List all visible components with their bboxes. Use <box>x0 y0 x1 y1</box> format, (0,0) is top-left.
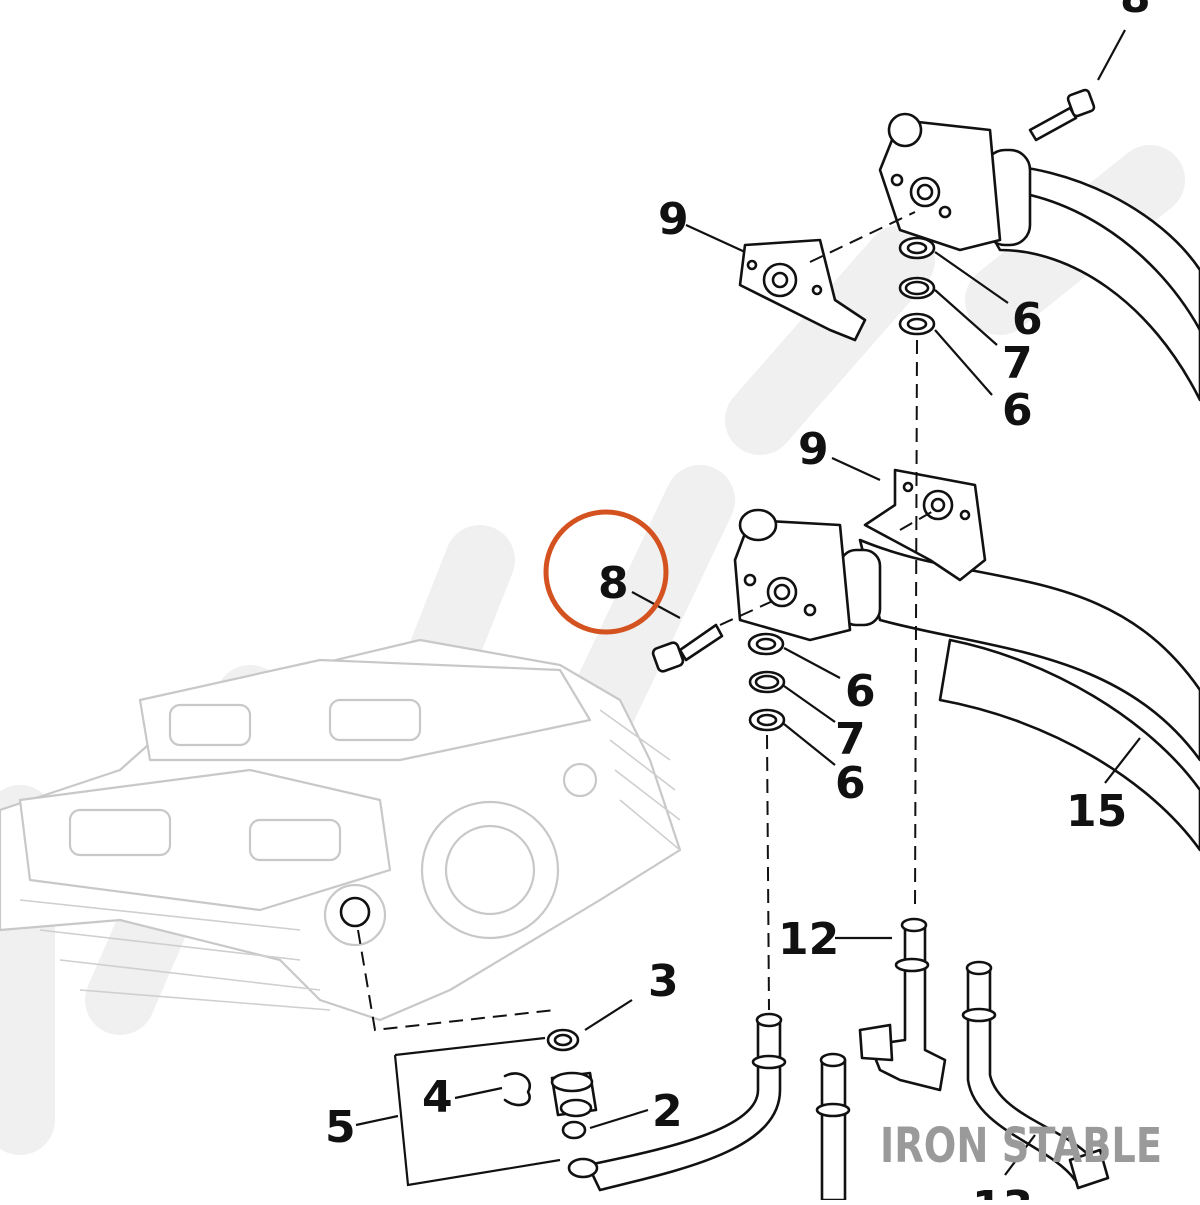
callout-12: 12 <box>778 914 839 965</box>
callout-6-a: 6 <box>1012 294 1043 345</box>
callout-6-c: 6 <box>845 666 876 717</box>
middle-oil-line-assembly <box>651 468 1200 852</box>
assembly-dash-lines <box>357 211 936 1032</box>
callout-9-top: 9 <box>658 194 689 245</box>
callout-6-d: 6 <box>835 758 866 809</box>
upper-bracket <box>738 238 867 342</box>
callout-5: 5 <box>325 1102 356 1153</box>
callout-3: 3 <box>648 956 679 1007</box>
callout-4: 4 <box>422 1072 453 1123</box>
callout-7-b: 7 <box>835 714 866 765</box>
callout-2: 2 <box>652 1086 683 1137</box>
callout-13-bottom: 13 <box>972 1182 1033 1200</box>
callout-9-mid: 9 <box>798 424 829 475</box>
upper-washer-stack <box>898 236 936 336</box>
upper-oil-line-assembly <box>878 88 1200 402</box>
leader-lines <box>355 29 1141 1176</box>
highlight-ring <box>543 509 669 635</box>
callout-labels: 8 9 6 7 6 9 8 6 7 6 15 12 3 4 2 5 13 <box>325 0 1151 1205</box>
callout-7-a: 7 <box>1002 338 1033 389</box>
callout-8-highlight: 8 <box>598 558 629 609</box>
callout-15: 15 <box>1066 786 1127 837</box>
brand-watermark: IRON STABLE <box>880 1118 1162 1174</box>
middle-washer-stack <box>747 632 786 732</box>
lower-fittings <box>393 917 1110 1202</box>
callout-8-top: 8 <box>1120 0 1151 23</box>
callout-6-b: 6 <box>1002 385 1033 436</box>
engine-illustration <box>0 638 682 1022</box>
